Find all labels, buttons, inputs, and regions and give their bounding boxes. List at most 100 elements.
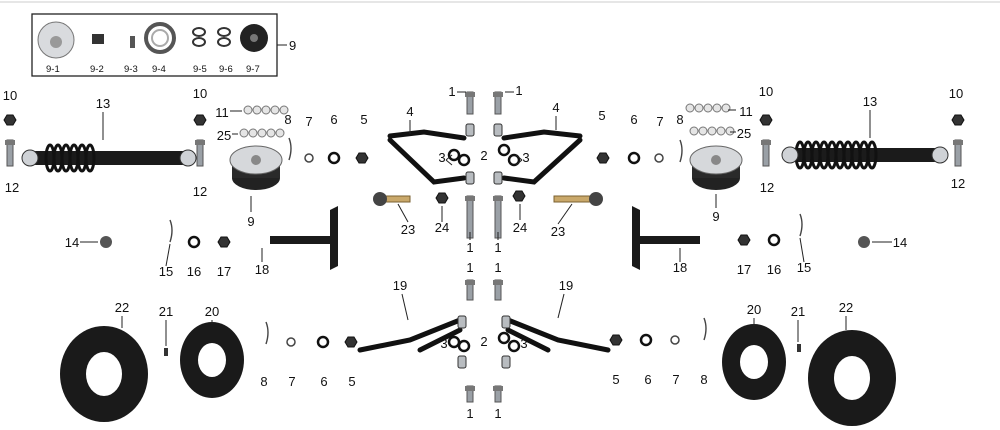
cotter-shape xyxy=(703,317,707,341)
nut-shape xyxy=(512,190,526,202)
callout-ring: 7 xyxy=(672,372,679,387)
callout-bushing: 3 xyxy=(438,150,445,165)
bearing-shape xyxy=(712,103,722,113)
bearing-shape xyxy=(689,126,699,136)
callout-shock: 13 xyxy=(96,96,110,111)
leader-line xyxy=(445,154,453,161)
valve-shape xyxy=(797,344,801,352)
bearing-shape xyxy=(243,105,253,115)
shock-spring xyxy=(84,143,96,173)
callout-dust_cap: 14 xyxy=(893,235,907,250)
bolt-head xyxy=(5,140,15,145)
bushing-shape xyxy=(457,355,467,369)
callout-cap_nut: 10 xyxy=(949,86,963,101)
bolt-head xyxy=(465,386,475,391)
callout-cap_nut: 10 xyxy=(759,84,773,99)
nut-shape xyxy=(344,336,358,348)
ring-stack-icon xyxy=(192,27,231,47)
bushing-shape xyxy=(465,171,475,185)
dust-cap-shape xyxy=(100,236,112,248)
kit-label: 9 xyxy=(289,38,296,53)
leader-line xyxy=(401,293,409,321)
callout-bolt: 1 xyxy=(448,84,455,99)
bearing-shape xyxy=(685,103,695,113)
bolt-head xyxy=(465,280,475,285)
leader-line xyxy=(397,203,409,223)
washer-shape xyxy=(447,335,461,349)
callout-nut_lg: 24 xyxy=(513,220,527,235)
callout-ring: 7 xyxy=(305,114,312,129)
callout-brake_hub: 9 xyxy=(247,214,254,229)
kit-box: 9 9-1 9-2 9-3 9-4 9-5 9-6 9-7 xyxy=(31,13,296,77)
callout-cotter: 15 xyxy=(159,264,173,279)
lower-arm-shape xyxy=(357,317,463,353)
bolt-head xyxy=(953,140,963,145)
bearing-shape xyxy=(716,126,726,136)
callout-bolt: 1 xyxy=(466,406,473,421)
bushing-shape xyxy=(493,171,503,185)
callout-bushing: 3 xyxy=(522,150,529,165)
brake-shoe-icon xyxy=(144,22,176,54)
callout-rim: 20 xyxy=(747,302,761,317)
tie-rod-shaft xyxy=(553,195,595,203)
callout-bushing: 3 xyxy=(520,336,527,351)
pad-icon xyxy=(92,34,104,44)
callout-bushing_pair: 2 xyxy=(480,334,487,349)
callout-bolt: 1 xyxy=(494,240,501,255)
cotter-shape xyxy=(288,137,292,161)
callout-bushing: 3 xyxy=(440,336,447,351)
callout-bearing_row2: 25 xyxy=(737,126,751,141)
bolt-head xyxy=(493,92,503,97)
bearing-shape xyxy=(257,128,267,138)
bearing-shape xyxy=(266,128,276,138)
nut-shape xyxy=(355,152,369,164)
nut-shape xyxy=(759,114,773,126)
bearing-shape xyxy=(252,105,262,115)
arm-shape xyxy=(501,129,583,185)
dust-cap-shape xyxy=(858,236,870,248)
callout-upper_arm: 4 xyxy=(406,104,413,119)
callout-valve: 21 xyxy=(791,304,805,319)
bolt-head xyxy=(761,140,771,145)
shock-eye xyxy=(179,149,197,167)
shock-eye xyxy=(781,146,799,164)
bearing-shape xyxy=(275,128,285,138)
ring-shape xyxy=(286,337,296,347)
callout-rim: 20 xyxy=(205,304,219,319)
callout-bolt_short: 12 xyxy=(5,180,19,195)
bearing-shape xyxy=(261,105,271,115)
nut-shape xyxy=(737,234,751,246)
tire-bore xyxy=(86,352,122,396)
kit-item-label: 9-3 xyxy=(124,64,138,75)
callout-tie_rod_end: 23 xyxy=(551,224,565,239)
callout-washer: 6 xyxy=(630,112,637,127)
washer-shape xyxy=(316,335,330,349)
washer-shape xyxy=(639,333,653,347)
knuckle-spindle xyxy=(270,236,330,244)
callout-nut: 5 xyxy=(612,372,619,387)
callout-washer: 6 xyxy=(330,112,337,127)
pin-icon xyxy=(130,36,135,48)
callout-bolt_short: 12 xyxy=(193,184,207,199)
knuckle-body xyxy=(330,206,338,270)
callout-tie_rod_end: 23 xyxy=(401,222,415,237)
callout-cotter_pin: 8 xyxy=(260,374,267,389)
washer-shape xyxy=(507,153,521,167)
callout-cotter_pin: 8 xyxy=(700,372,707,387)
leader-line xyxy=(557,203,573,225)
bushing-shape xyxy=(501,315,511,329)
callout-bolt: 1 xyxy=(515,83,522,98)
callout-castle_nut: 17 xyxy=(737,262,751,277)
tie-rod-joint xyxy=(589,192,603,206)
kit-item-label: 9-7 xyxy=(246,64,260,75)
callout-cap_nut: 10 xyxy=(193,86,207,101)
leader-line xyxy=(515,154,523,161)
shock-eye xyxy=(931,146,949,164)
callout-bolt_short: 12 xyxy=(951,176,965,191)
lower-arm-shape xyxy=(505,317,611,353)
leader-line xyxy=(557,293,565,319)
bearing-shape xyxy=(239,128,249,138)
brake-plate-icon xyxy=(37,21,75,59)
callout-knuckle: 18 xyxy=(255,262,269,277)
callout-ring: 7 xyxy=(288,374,295,389)
